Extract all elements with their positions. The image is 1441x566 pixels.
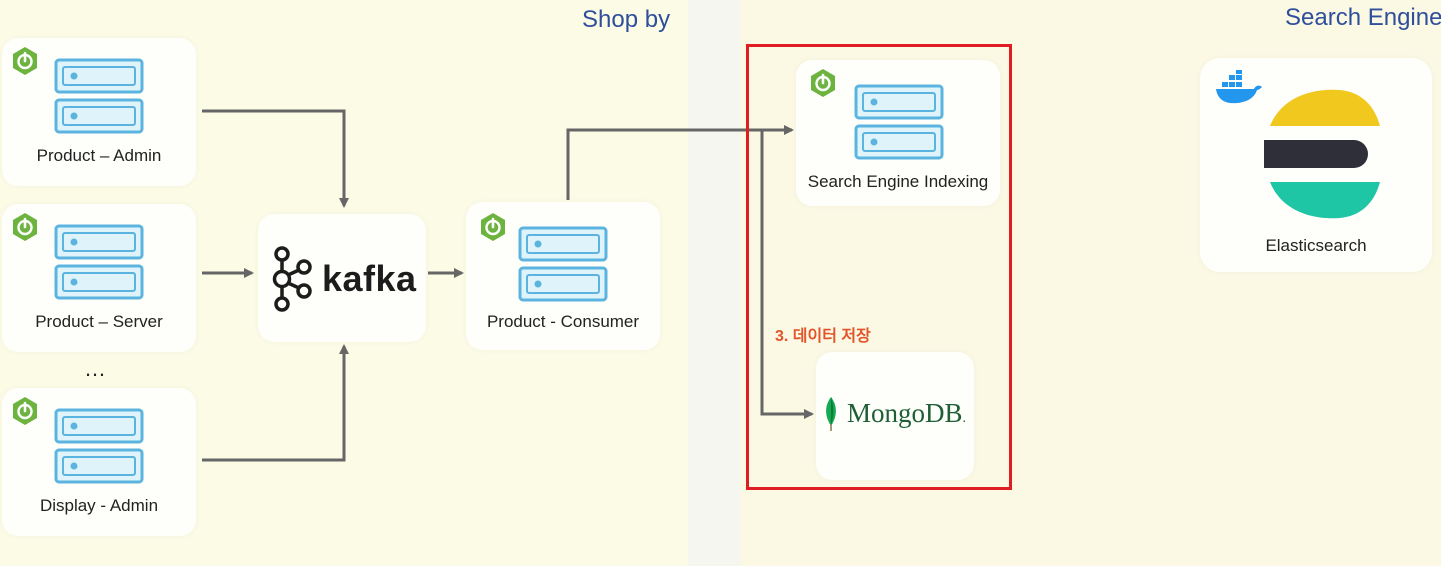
arrow-admin-to-kafka [202, 109, 349, 208]
server-icon [518, 226, 608, 302]
spring-boot-icon [481, 213, 505, 241]
node-label: Product – Admin [36, 146, 162, 165]
server-icon [54, 408, 144, 484]
more-nodes-ellipsis: … [84, 356, 107, 381]
spring-boot-icon [13, 397, 37, 425]
panel-divider [688, 0, 740, 566]
server-icon [54, 224, 144, 300]
section-title-search-engine: Search Engine [1285, 4, 1441, 31]
mongodb-label: MongoDB. [847, 398, 967, 428]
arrow-display-to-kafka [202, 344, 349, 462]
elasticsearch-logo-icon [1264, 89, 1380, 219]
spring-boot-icon [811, 69, 835, 97]
server-icon [54, 58, 144, 134]
node-search-engine-indexing: Search Engine Indexing [796, 60, 1000, 206]
kafka-logo-icon [272, 246, 312, 312]
section-title-shop-by: Shop by [582, 6, 671, 33]
step-label: 3. 데이터 저장 [775, 328, 871, 345]
kafka-label: kafka [322, 258, 417, 299]
docker-icon [1216, 70, 1262, 104]
node-label: Product - Consumer [486, 312, 640, 331]
spring-boot-icon [13, 47, 37, 75]
node-label: Search Engine Indexing [807, 172, 989, 191]
server-icon [854, 84, 944, 160]
node-kafka [258, 214, 426, 342]
node-product-admin: Product – Admin [2, 38, 196, 186]
arrow-indexing-to-mongodb [760, 130, 814, 419]
node-label: Elasticsearch [1265, 236, 1367, 255]
node-label: Product – Server [35, 312, 163, 331]
highlight-box [746, 44, 1012, 490]
node-display-admin: Display - Admin [2, 388, 196, 536]
node-mongodb [816, 352, 974, 480]
node-label: Display - Admin [39, 496, 159, 515]
mongodb-leaf-icon [826, 397, 836, 431]
arrow-consumer-to-indexing [566, 125, 794, 200]
node-product-consumer: Product - Consumer [466, 202, 660, 350]
spring-boot-icon [13, 213, 37, 241]
node-product-server: Product – Server [2, 204, 196, 352]
